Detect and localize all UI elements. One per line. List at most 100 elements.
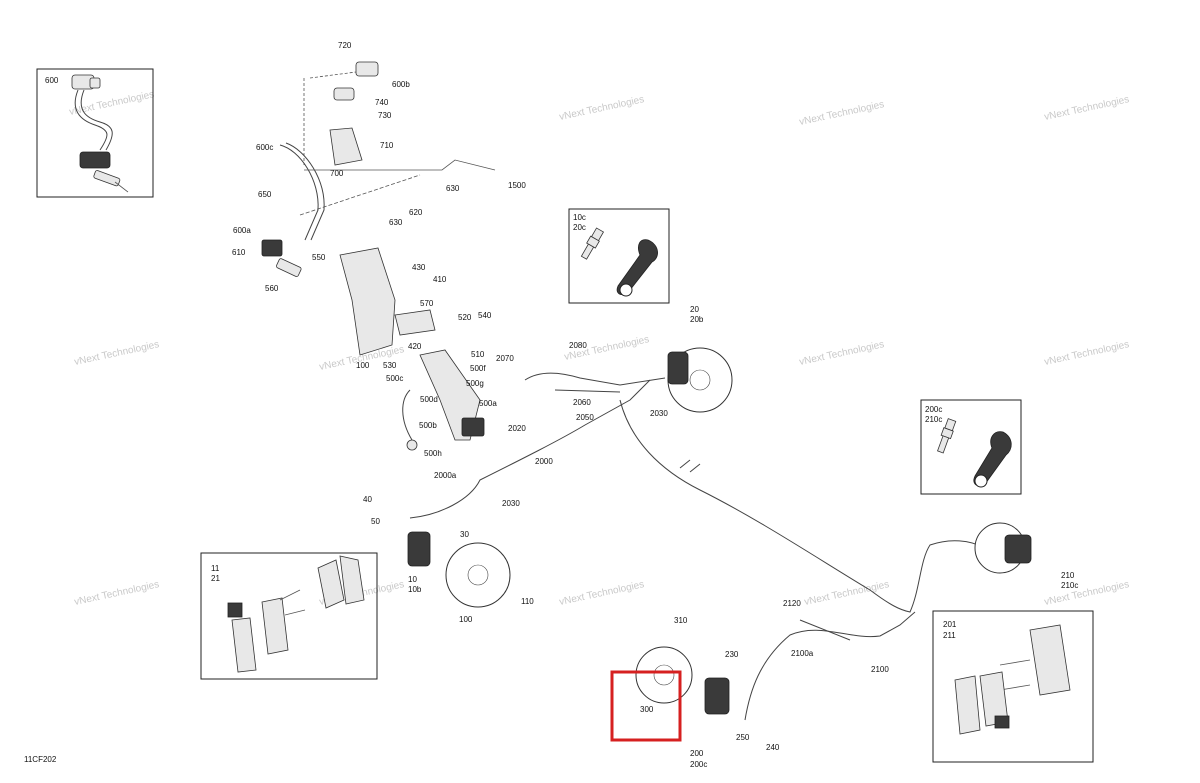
callout-label: 30 — [460, 530, 469, 539]
highlight-box — [610, 670, 682, 742]
callout-label: 50 — [371, 517, 380, 526]
callout-label: 600c — [256, 143, 273, 152]
callout-label: 500f — [470, 364, 486, 373]
callout-label: 500b — [419, 421, 437, 430]
callout-label: 540 — [478, 311, 492, 320]
inset-bleeder-rear: 200c 210c — [920, 399, 1022, 495]
callout-label: 510 — [471, 350, 485, 359]
callout-label: 650 — [258, 190, 272, 199]
callout-label: 570 — [420, 299, 434, 308]
callout-label: 2020 — [508, 424, 526, 433]
watermark: vNext Technologies — [558, 94, 645, 123]
callout-label: 530 — [383, 361, 397, 370]
callout-label: 420 — [408, 342, 422, 351]
watermarks: vNext Technologies vNext Technologies vN… — [68, 89, 1130, 608]
callout-label: 200c — [690, 760, 707, 769]
callout-label: 100 — [459, 615, 473, 624]
rear-right-brake — [974, 522, 1032, 574]
svg-text:vNext Technologies: vNext Technologies — [1043, 94, 1130, 123]
front-right-brake — [667, 347, 733, 413]
callout-label: 720 — [338, 41, 352, 50]
callout-label: 410 — [433, 275, 447, 284]
inset-front-pads: 11 21 — [200, 552, 378, 680]
rear-left-brake — [610, 646, 730, 742]
watermark: vNext Technologies — [1043, 339, 1130, 368]
watermark: vNext Technologies — [73, 579, 160, 608]
callout-label: 600a — [233, 226, 251, 235]
svg-text:210c: 210c — [925, 415, 942, 424]
callout-label: 200 — [690, 749, 704, 758]
callout-label: 300 — [640, 705, 654, 714]
callout-label: 250 — [736, 733, 750, 742]
callout-label: 210c — [1061, 581, 1078, 590]
inset-bleeder-front: 10c 20c — [568, 208, 670, 304]
callout-label: 2070 — [496, 354, 514, 363]
callout-label: 500d — [420, 395, 438, 404]
inset-master-cylinder: 600 — [36, 68, 154, 198]
inset-label: 600 — [45, 76, 59, 85]
svg-text:200c: 200c — [925, 405, 942, 414]
callout-label: 500a — [479, 399, 497, 408]
callout-label: 10 — [408, 575, 417, 584]
svg-text:vNext Technologies: vNext Technologies — [1043, 579, 1130, 608]
brake-lines — [409, 372, 986, 721]
callout-label: 710 — [380, 141, 394, 150]
svg-text:vNext Technologies: vNext Technologies — [798, 99, 885, 128]
svg-text:vNext Technologies: vNext Technologies — [558, 94, 645, 123]
svg-text:vNext Technologies: vNext Technologies — [803, 579, 890, 608]
callout-label: 610 — [232, 248, 246, 257]
svg-text:211: 211 — [943, 631, 956, 640]
callout-label: 2000a — [434, 471, 457, 480]
svg-text:vNext Technologies: vNext Technologies — [558, 579, 645, 608]
pedal-assembly — [261, 61, 496, 451]
callout-label: 2050 — [576, 413, 594, 422]
callout-label: 100 — [356, 361, 370, 370]
callout-label: 630 — [446, 184, 460, 193]
callout-label: 230 — [725, 650, 739, 659]
callout-label: 430 — [412, 263, 426, 272]
callout-label: 10b — [408, 585, 422, 594]
watermark: vNext Technologies — [558, 579, 645, 608]
callout-label: 730 — [378, 111, 392, 120]
watermark: vNext Technologies — [1043, 579, 1130, 608]
callout-label: 620 — [409, 208, 423, 217]
callout-label: 2100a — [791, 649, 814, 658]
svg-text:10c: 10c — [573, 213, 586, 222]
svg-text:21: 21 — [211, 574, 220, 583]
watermark: vNext Technologies — [73, 339, 160, 368]
svg-text:11: 11 — [211, 564, 220, 573]
callout-label: 310 — [674, 616, 688, 625]
callout-label: 560 — [265, 284, 279, 293]
callout-label: 520 — [458, 313, 472, 322]
callout-label: 2030 — [502, 499, 520, 508]
callout-label: 240 — [766, 743, 780, 752]
callout-label: 40 — [363, 495, 372, 504]
callout-label: 2000 — [535, 457, 553, 466]
callout-label: 2120 — [783, 599, 801, 608]
callout-label: 500g — [466, 379, 484, 388]
callout-label: 600b — [392, 80, 410, 89]
callout-label: 500c — [386, 374, 403, 383]
inset-rear-pads: 201 211 — [932, 610, 1094, 763]
watermark: vNext Technologies — [1043, 94, 1130, 123]
front-left-brake — [407, 531, 511, 608]
watermark: vNext Technologies — [803, 579, 890, 608]
callout-label: 700 — [330, 169, 344, 178]
callout-label: 2030 — [650, 409, 668, 418]
svg-text:201: 201 — [943, 620, 957, 629]
diagram-code: 11CF202 — [24, 755, 57, 764]
callout-label: 500h — [424, 449, 442, 458]
callout-label: 550 — [312, 253, 326, 262]
callout-label: 210 — [1061, 571, 1075, 580]
callout-label: 110 — [521, 597, 534, 606]
svg-text:20c: 20c — [573, 223, 586, 232]
svg-text:vNext Technologies: vNext Technologies — [798, 339, 885, 368]
callout-label: 740 — [375, 98, 389, 107]
svg-text:vNext Technologies: vNext Technologies — [73, 339, 160, 368]
callout-label: 630 — [389, 218, 403, 227]
callout-label: 20 — [690, 305, 699, 314]
svg-text:vNext Technologies: vNext Technologies — [1043, 339, 1130, 368]
